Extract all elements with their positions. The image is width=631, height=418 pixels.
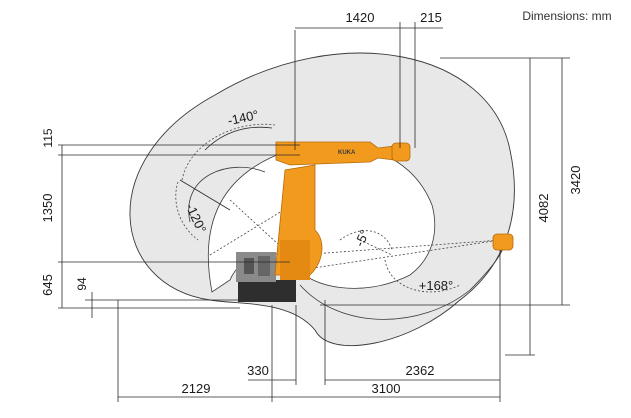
units-note: Dimensions: mm: [522, 9, 611, 23]
robot-motor-1: [244, 258, 254, 274]
angle-label-5: -5°: [352, 227, 373, 249]
dim-label-1420: 1420: [346, 10, 375, 25]
envelope-inner-ring: [188, 166, 266, 223]
dim-label-115: 115: [41, 128, 55, 147]
robot-upper-arm: [275, 141, 396, 166]
dim-label-1350: 1350: [40, 194, 55, 223]
reach-line-4: [299, 239, 501, 271]
dim-label-215: 215: [420, 10, 442, 25]
robot-flange-extended: [492, 233, 514, 251]
dim-label-2129: 2129: [182, 381, 211, 396]
reach-line-3: [299, 239, 501, 256]
dim-label-94: 94: [75, 277, 89, 291]
angle-label-140: -140°: [226, 107, 260, 128]
angle-arc-168: [384, 259, 461, 293]
angle-arc-140: [181, 123, 276, 181]
robot-brand-label: KUKA: [338, 150, 356, 156]
robot-wrist: [391, 142, 411, 162]
reach-line-5: [359, 239, 393, 256]
reach-line-1: [229, 199, 291, 256]
dim-label-330: 330: [247, 363, 269, 378]
dim-label-4082: 4082: [536, 194, 551, 223]
robot-rotating-column: [280, 240, 310, 280]
robot-motor-2: [258, 256, 270, 276]
angle-arc-5: [339, 230, 393, 251]
dim-label-645: 645: [40, 274, 55, 296]
angle-label-168: +168°: [419, 278, 453, 293]
robot-base: [238, 280, 296, 302]
angle-arc-120: [175, 181, 199, 241]
dim-label-3100: 3100: [372, 381, 401, 396]
dim-label-3420: 3420: [568, 166, 583, 195]
dim-label-2362: 2362: [406, 363, 435, 378]
reach-line-2: [209, 199, 301, 256]
angle-ray-120: [179, 179, 231, 211]
envelope-lower-arc: [299, 239, 506, 320]
